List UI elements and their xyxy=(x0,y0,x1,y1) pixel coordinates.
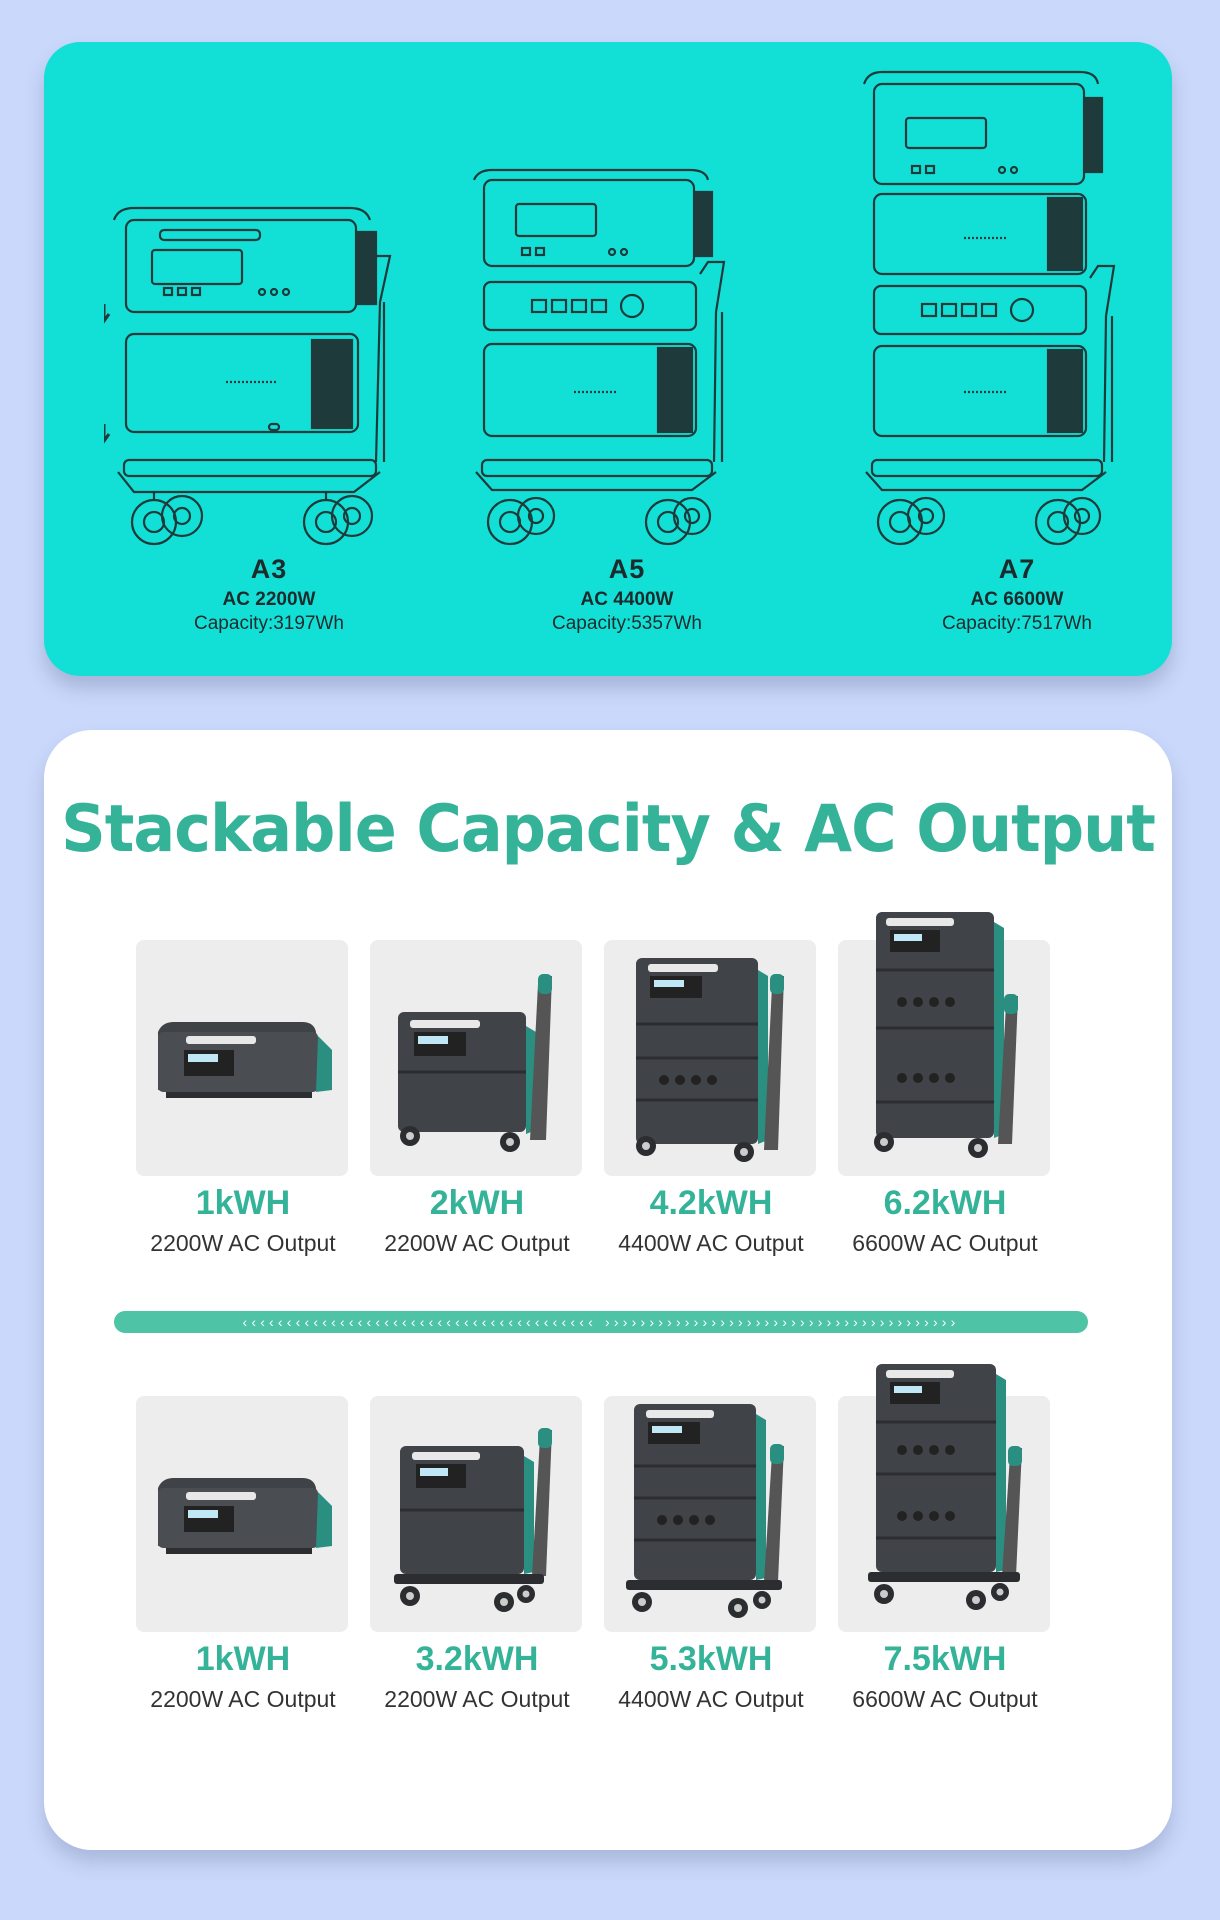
capacity-label: 6.2kWH xyxy=(883,1184,1007,1222)
power-station-cart-image xyxy=(394,1428,552,1612)
capacity-label: 7.5kWH xyxy=(883,1640,1007,1678)
product-row-1: 1kWH 2200W AC Output 2kWH 2200W AC Outpu… xyxy=(136,912,1096,1300)
power-station-image xyxy=(158,1022,332,1098)
capacity-label: 4.2kWH xyxy=(649,1184,773,1222)
a7-line-drawing xyxy=(862,70,1116,546)
power-station-tall-stack-image xyxy=(874,912,1018,1158)
capacity-label: 1kWH xyxy=(195,1640,291,1678)
capacity-label: 3.2kWH xyxy=(415,1640,539,1678)
config-a3-label: A3 AC 2200W Capacity:3197Wh xyxy=(104,554,434,635)
stacking-diagram-panel: A3 AC 2200W Capacity:3197Wh xyxy=(44,42,1172,676)
capacity-label: 5.3kWH xyxy=(649,1640,773,1678)
config-ac-output: AC 6600W xyxy=(970,589,1064,610)
power-station-tall-stack-image xyxy=(868,1364,1022,1610)
product-row-2: 1kWH 2200W AC Output 3.2kWH 2200W AC Out… xyxy=(136,1364,1096,1756)
output-label: 6600W AC Output xyxy=(852,1686,1038,1712)
divider-arrows: ‹‹‹‹‹‹‹‹‹‹‹‹‹‹‹‹‹‹‹‹‹‹‹‹‹‹‹‹‹‹‹‹‹‹‹‹‹‹‹‹… xyxy=(114,1311,1088,1333)
config-name: A7 xyxy=(998,554,1036,584)
output-label: 4400W AC Output xyxy=(618,1686,804,1712)
capacity-label: 2kWH xyxy=(429,1184,525,1222)
power-station-stack-image xyxy=(626,1404,784,1618)
output-label: 2200W AC Output xyxy=(150,1686,336,1712)
capacity-output-panel: Stackable Capacity & AC Output 1kWH 2200… xyxy=(44,730,1172,1850)
power-station-image xyxy=(158,1478,332,1554)
config-capacity: Capacity:5357Wh xyxy=(552,613,702,634)
output-label: 2200W AC Output xyxy=(384,1230,570,1256)
config-capacity: Capacity:7517Wh xyxy=(942,613,1092,634)
config-a7-label: A7 AC 6600W Capacity:7517Wh xyxy=(852,554,1182,635)
output-label: 2200W AC Output xyxy=(150,1230,336,1256)
config-a7: A7 AC 6600W Capacity:7517Wh xyxy=(852,42,1182,676)
section-title: Stackable Capacity & AC Output xyxy=(61,790,1156,867)
config-a5: A5 AC 4400W Capacity:5357Wh xyxy=(462,42,792,676)
capacity-label: 1kWH xyxy=(195,1184,291,1222)
config-a3: A3 AC 2200W Capacity:3197Wh xyxy=(104,42,434,676)
a5-line-drawing xyxy=(472,168,726,546)
config-ac-output: AC 4400W xyxy=(580,589,674,610)
a3-line-drawing xyxy=(104,206,392,546)
config-name: A5 xyxy=(608,554,646,584)
output-label: 6600W AC Output xyxy=(852,1230,1038,1256)
config-ac-output: AC 2200W xyxy=(222,589,316,610)
config-capacity: Capacity:3197Wh xyxy=(194,613,344,634)
power-station-cart-image xyxy=(398,974,552,1152)
power-station-stack-image xyxy=(636,958,784,1162)
config-name: A3 xyxy=(250,554,288,584)
output-label: 2200W AC Output xyxy=(384,1686,570,1712)
config-a5-label: A5 AC 4400W Capacity:5357Wh xyxy=(462,554,792,635)
output-label: 4400W AC Output xyxy=(618,1230,804,1256)
